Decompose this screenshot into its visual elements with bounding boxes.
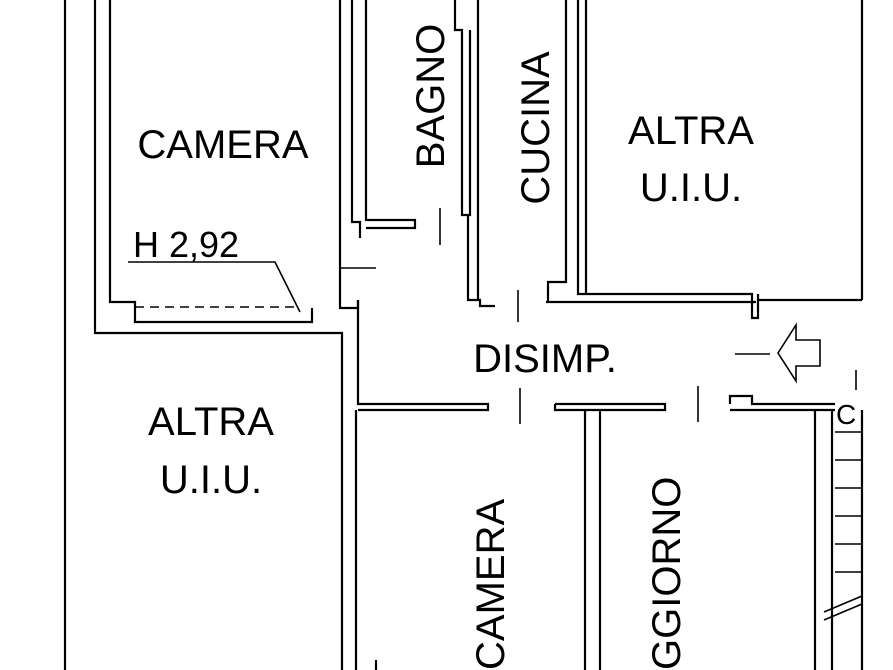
room-label-camera-bottom: CAMERA <box>469 499 513 670</box>
soggiorno-walls <box>813 410 834 670</box>
room-label-altra-top-2: U.I.U. <box>640 166 742 210</box>
entrance-arrow-icon <box>777 322 821 384</box>
stair-label: C <box>836 399 856 430</box>
camera-top-walls <box>93 0 362 670</box>
room-label-altra-left-2: U.I.U. <box>160 458 262 502</box>
room-label-disimp: DISIMP. <box>473 337 617 381</box>
outer-walls <box>63 0 864 670</box>
camera-bottom-walls <box>354 410 602 670</box>
disimp-walls <box>356 300 835 424</box>
room-label-altra-top-1: ALTRA <box>628 109 754 153</box>
room-label-camera-top: CAMERA <box>137 123 308 167</box>
cucina-walls <box>466 0 760 322</box>
height-note: H 2,92 <box>133 224 239 265</box>
bagno-walls <box>340 0 472 269</box>
altra-top-walls <box>584 0 862 302</box>
room-label-soggiorno: GGIORNO <box>645 477 689 670</box>
room-label-bagno: BAGNO <box>409 24 453 168</box>
room-label-cucina: CUCINA <box>514 51 558 205</box>
stair <box>823 370 863 621</box>
room-label-altra-left-1: ALTRA <box>148 400 274 444</box>
